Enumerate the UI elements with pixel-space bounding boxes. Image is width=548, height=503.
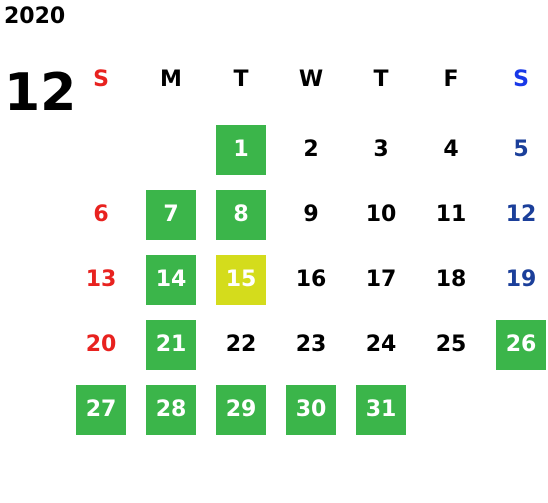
day-cell-17[interactable]: 17 (365, 267, 397, 292)
day-cell-28[interactable]: 28 (146, 385, 196, 435)
day-cell-10[interactable]: 10 (365, 202, 397, 227)
year-label: 2020 (4, 4, 66, 29)
day-cell-1[interactable]: 1 (216, 125, 266, 175)
day-cell-29[interactable]: 29 (216, 385, 266, 435)
weekday-header-sun: S (93, 67, 109, 92)
day-cell-14[interactable]: 14 (146, 255, 196, 305)
weekday-header-fri: F (443, 67, 459, 92)
day-cell-18[interactable]: 18 (435, 267, 467, 292)
day-cell-2[interactable]: 2 (303, 137, 319, 162)
day-cell-24[interactable]: 24 (365, 332, 397, 357)
day-cell-7[interactable]: 7 (146, 190, 196, 240)
weekday-header-sat: S (513, 67, 529, 92)
day-cell-13[interactable]: 13 (85, 267, 117, 292)
weekday-header-thu: T (373, 67, 389, 92)
day-cell-19[interactable]: 19 (505, 267, 537, 292)
day-cell-5[interactable]: 5 (513, 137, 529, 162)
day-cell-20[interactable]: 20 (85, 332, 117, 357)
day-cell-12[interactable]: 12 (505, 202, 537, 227)
day-cell-15[interactable]: 15 (216, 255, 266, 305)
day-cell-9[interactable]: 9 (303, 202, 319, 227)
day-cell-4[interactable]: 4 (443, 137, 459, 162)
day-cell-21[interactable]: 21 (146, 320, 196, 370)
day-cell-31[interactable]: 31 (356, 385, 406, 435)
day-cell-11[interactable]: 11 (435, 202, 467, 227)
day-cell-8[interactable]: 8 (216, 190, 266, 240)
day-cell-16[interactable]: 16 (295, 267, 327, 292)
day-cell-27[interactable]: 27 (76, 385, 126, 435)
day-cell-23[interactable]: 23 (295, 332, 327, 357)
day-cell-22[interactable]: 22 (225, 332, 257, 357)
weekday-header-wed: W (298, 67, 324, 92)
day-cell-3[interactable]: 3 (373, 137, 389, 162)
weekday-header-tue: T (233, 67, 249, 92)
day-cell-30[interactable]: 30 (286, 385, 336, 435)
day-cell-26[interactable]: 26 (496, 320, 546, 370)
month-number: 12 (4, 63, 77, 123)
weekday-header-mon: M (160, 67, 182, 92)
day-cell-25[interactable]: 25 (435, 332, 467, 357)
day-cell-6[interactable]: 6 (93, 202, 109, 227)
